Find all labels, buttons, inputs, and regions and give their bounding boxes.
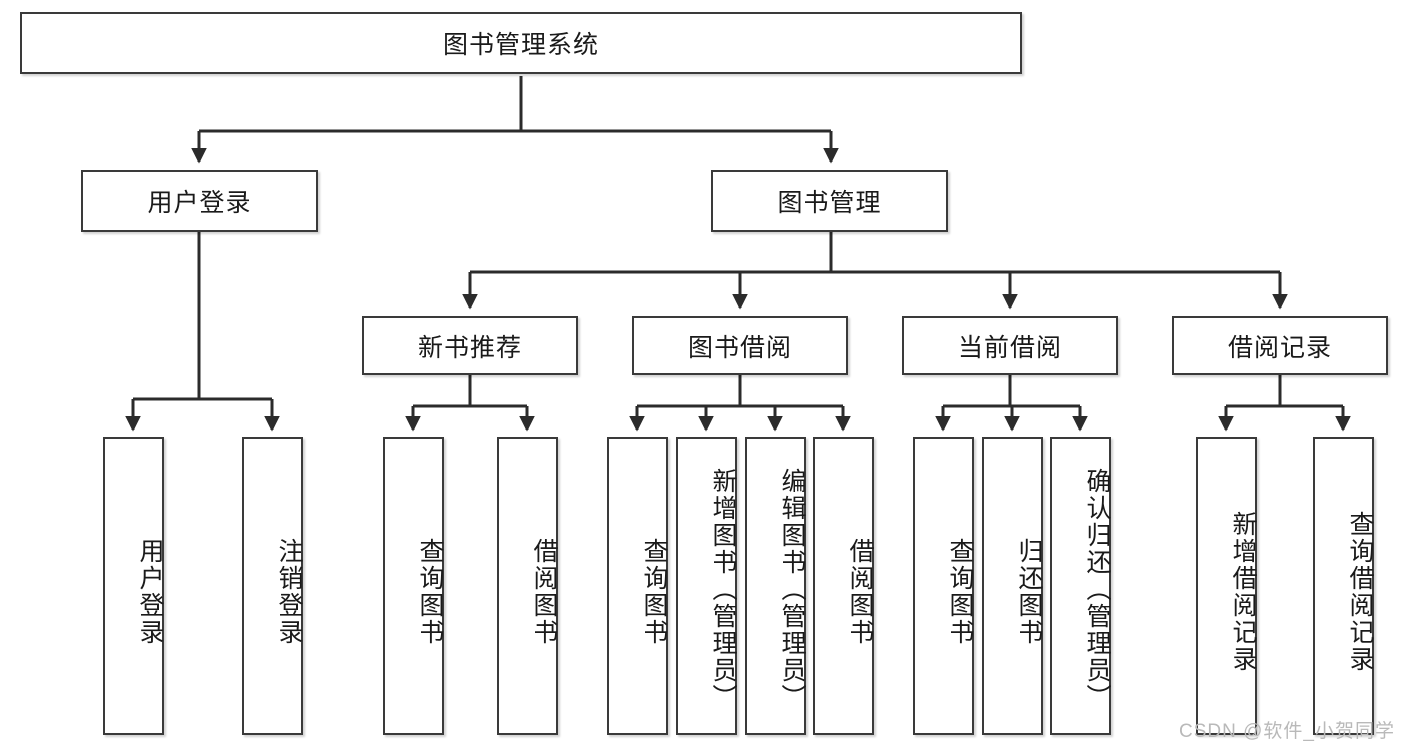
leaf-return-book[interactable]: 归还图书	[982, 437, 1043, 735]
node-user-login[interactable]: 用户登录	[81, 170, 318, 232]
node-book-borrow[interactable]: 图书借阅	[632, 316, 848, 375]
leaf-query-record-label: 查询借阅记录	[1346, 511, 1374, 673]
node-user-login-label: 用户登录	[147, 189, 252, 217]
leaf-add-record-label: 新增借阅记录	[1229, 511, 1257, 673]
leaf-borrow-book-2-label: 借阅图书	[846, 538, 874, 646]
leaf-user-login[interactable]: 用户登录	[103, 437, 164, 735]
node-root[interactable]: 图书管理系统	[20, 12, 1022, 74]
leaf-query-book-3[interactable]: 查询图书	[913, 437, 974, 735]
leaf-user-logout-label: 注销登录	[275, 538, 303, 646]
node-borrow-record-label: 借阅记录	[1227, 333, 1332, 362]
node-book-manage-label: 图书管理	[777, 189, 882, 217]
leaf-confirm-return[interactable]: 确认归还（管理员）	[1050, 437, 1111, 735]
leaf-query-book-1-label: 查询图书	[416, 538, 444, 646]
watermark: CSDN @软件_小贺同学	[1179, 721, 1395, 742]
node-new-book-recommend-label: 新书推荐	[417, 333, 522, 362]
leaf-query-book-2[interactable]: 查询图书	[607, 437, 668, 735]
node-book-manage[interactable]: 图书管理	[711, 170, 948, 232]
leaf-borrow-book-2[interactable]: 借阅图书	[813, 437, 874, 735]
leaf-add-book[interactable]: 新增图书（管理员）	[676, 437, 737, 735]
leaf-query-record[interactable]: 查询借阅记录	[1313, 437, 1374, 735]
leaf-query-book-2-label: 查询图书	[640, 538, 668, 646]
node-borrow-record[interactable]: 借阅记录	[1172, 316, 1388, 375]
leaf-user-login-label: 用户登录	[136, 538, 164, 646]
leaf-add-record[interactable]: 新增借阅记录	[1196, 437, 1257, 735]
node-new-book-recommend[interactable]: 新书推荐	[362, 316, 578, 375]
node-book-borrow-label: 图书借阅	[687, 333, 792, 362]
leaf-user-logout[interactable]: 注销登录	[242, 437, 303, 735]
node-root-label: 图书管理系统	[442, 31, 599, 59]
leaf-query-book-1[interactable]: 查询图书	[383, 437, 444, 735]
leaf-query-book-3-label: 查询图书	[946, 538, 974, 646]
node-current-borrow[interactable]: 当前借阅	[902, 316, 1118, 375]
leaf-confirm-return-label: 确认归还（管理员）	[1083, 467, 1111, 711]
leaf-edit-book-label: 编辑图书（管理员）	[778, 467, 806, 711]
leaf-borrow-book-1-label: 借阅图书	[530, 538, 558, 646]
leaf-edit-book[interactable]: 编辑图书（管理员）	[745, 437, 806, 735]
leaf-borrow-book-1[interactable]: 借阅图书	[497, 437, 558, 735]
leaf-add-book-label: 新增图书（管理员）	[709, 467, 737, 711]
leaf-return-book-label: 归还图书	[1015, 538, 1043, 646]
node-current-borrow-label: 当前借阅	[957, 333, 1062, 362]
